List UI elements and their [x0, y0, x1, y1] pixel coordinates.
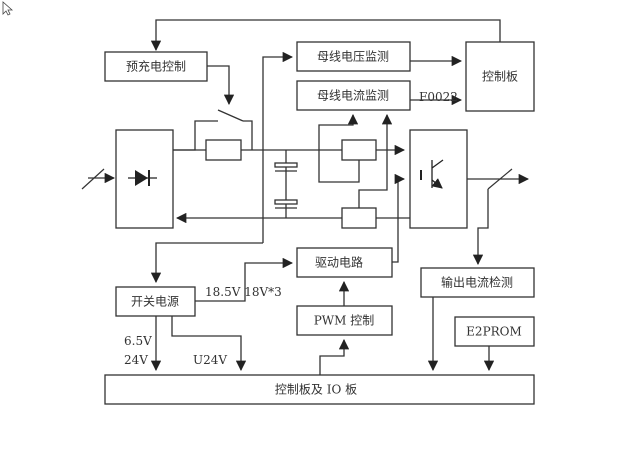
bus-current-label: 母线电流监测	[317, 89, 389, 103]
control-io-board-label: 控制板及 IO 板	[275, 383, 357, 397]
output-slash-icon	[487, 168, 513, 190]
pwm-control-block: PWM 控制	[296, 305, 393, 336]
e2prom-block: E2PROM	[454, 316, 535, 347]
precharge-label: 预充电控制	[126, 59, 186, 74]
three-phase-slash-icon	[81, 168, 105, 190]
pwm-control-label: PWM 控制	[314, 314, 375, 328]
psu-to-drive-wire	[195, 257, 294, 302]
output-current-block: 输出电流检测	[420, 267, 535, 298]
relay-switch-icon	[217, 109, 244, 122]
inverter-block	[409, 129, 468, 229]
precharge-block: 预充电控制	[104, 51, 208, 82]
bus-voltage-label: 母线电压监测	[317, 50, 389, 64]
diode-icon	[128, 170, 157, 186]
bus-current-block: 母线电流监测	[296, 80, 411, 111]
fault-code-label: F0022	[419, 90, 458, 104]
sensor-top-feedback-wire	[318, 113, 360, 183]
psu-feed-wire	[150, 242, 263, 284]
e2prom-label: E2PROM	[466, 325, 522, 339]
capacitor-icon	[274, 150, 298, 218]
u24v-label: U24V	[193, 353, 227, 367]
precharge-resistor	[205, 139, 242, 161]
rectifier-block	[115, 129, 174, 229]
bus-voltage-block: 母线电压监测	[296, 41, 411, 72]
switch-psu-block: 开关电源	[115, 286, 196, 317]
sensor-bottom-feedback-wire	[358, 113, 393, 208]
current-sensor-bottom	[341, 207, 377, 229]
control-io-board-block: 控制板及 IO 板	[104, 374, 535, 405]
igbt-icon	[420, 159, 444, 189]
switch-bypass-right	[243, 120, 253, 150]
drive-circuit-label: 驱动电路	[315, 255, 363, 270]
precharge-control-wire	[207, 65, 235, 106]
io-to-pwm-wire	[319, 338, 350, 375]
output-sense-wire	[472, 189, 489, 266]
psu-u24v-wire	[171, 316, 247, 372]
v24-label: 24V	[124, 353, 148, 367]
v65-label: 6.5V	[124, 334, 152, 348]
drive-voltages-label: 18.5V 18V*3	[205, 285, 282, 299]
feedback-wire	[150, 19, 501, 52]
control-board-label: 控制板	[482, 70, 518, 84]
current-sensor-top	[341, 139, 377, 161]
switch-psu-label: 开关电源	[131, 295, 179, 309]
drive-to-inverter-wire	[392, 173, 406, 263]
output-current-label: 输出电流检测	[441, 275, 513, 290]
drive-circuit-block: 驱动电路	[296, 247, 393, 278]
cursor-icon	[2, 1, 14, 16]
bus-voltage-sense-wire	[262, 51, 294, 243]
control-board-block: 控制板	[465, 41, 535, 112]
